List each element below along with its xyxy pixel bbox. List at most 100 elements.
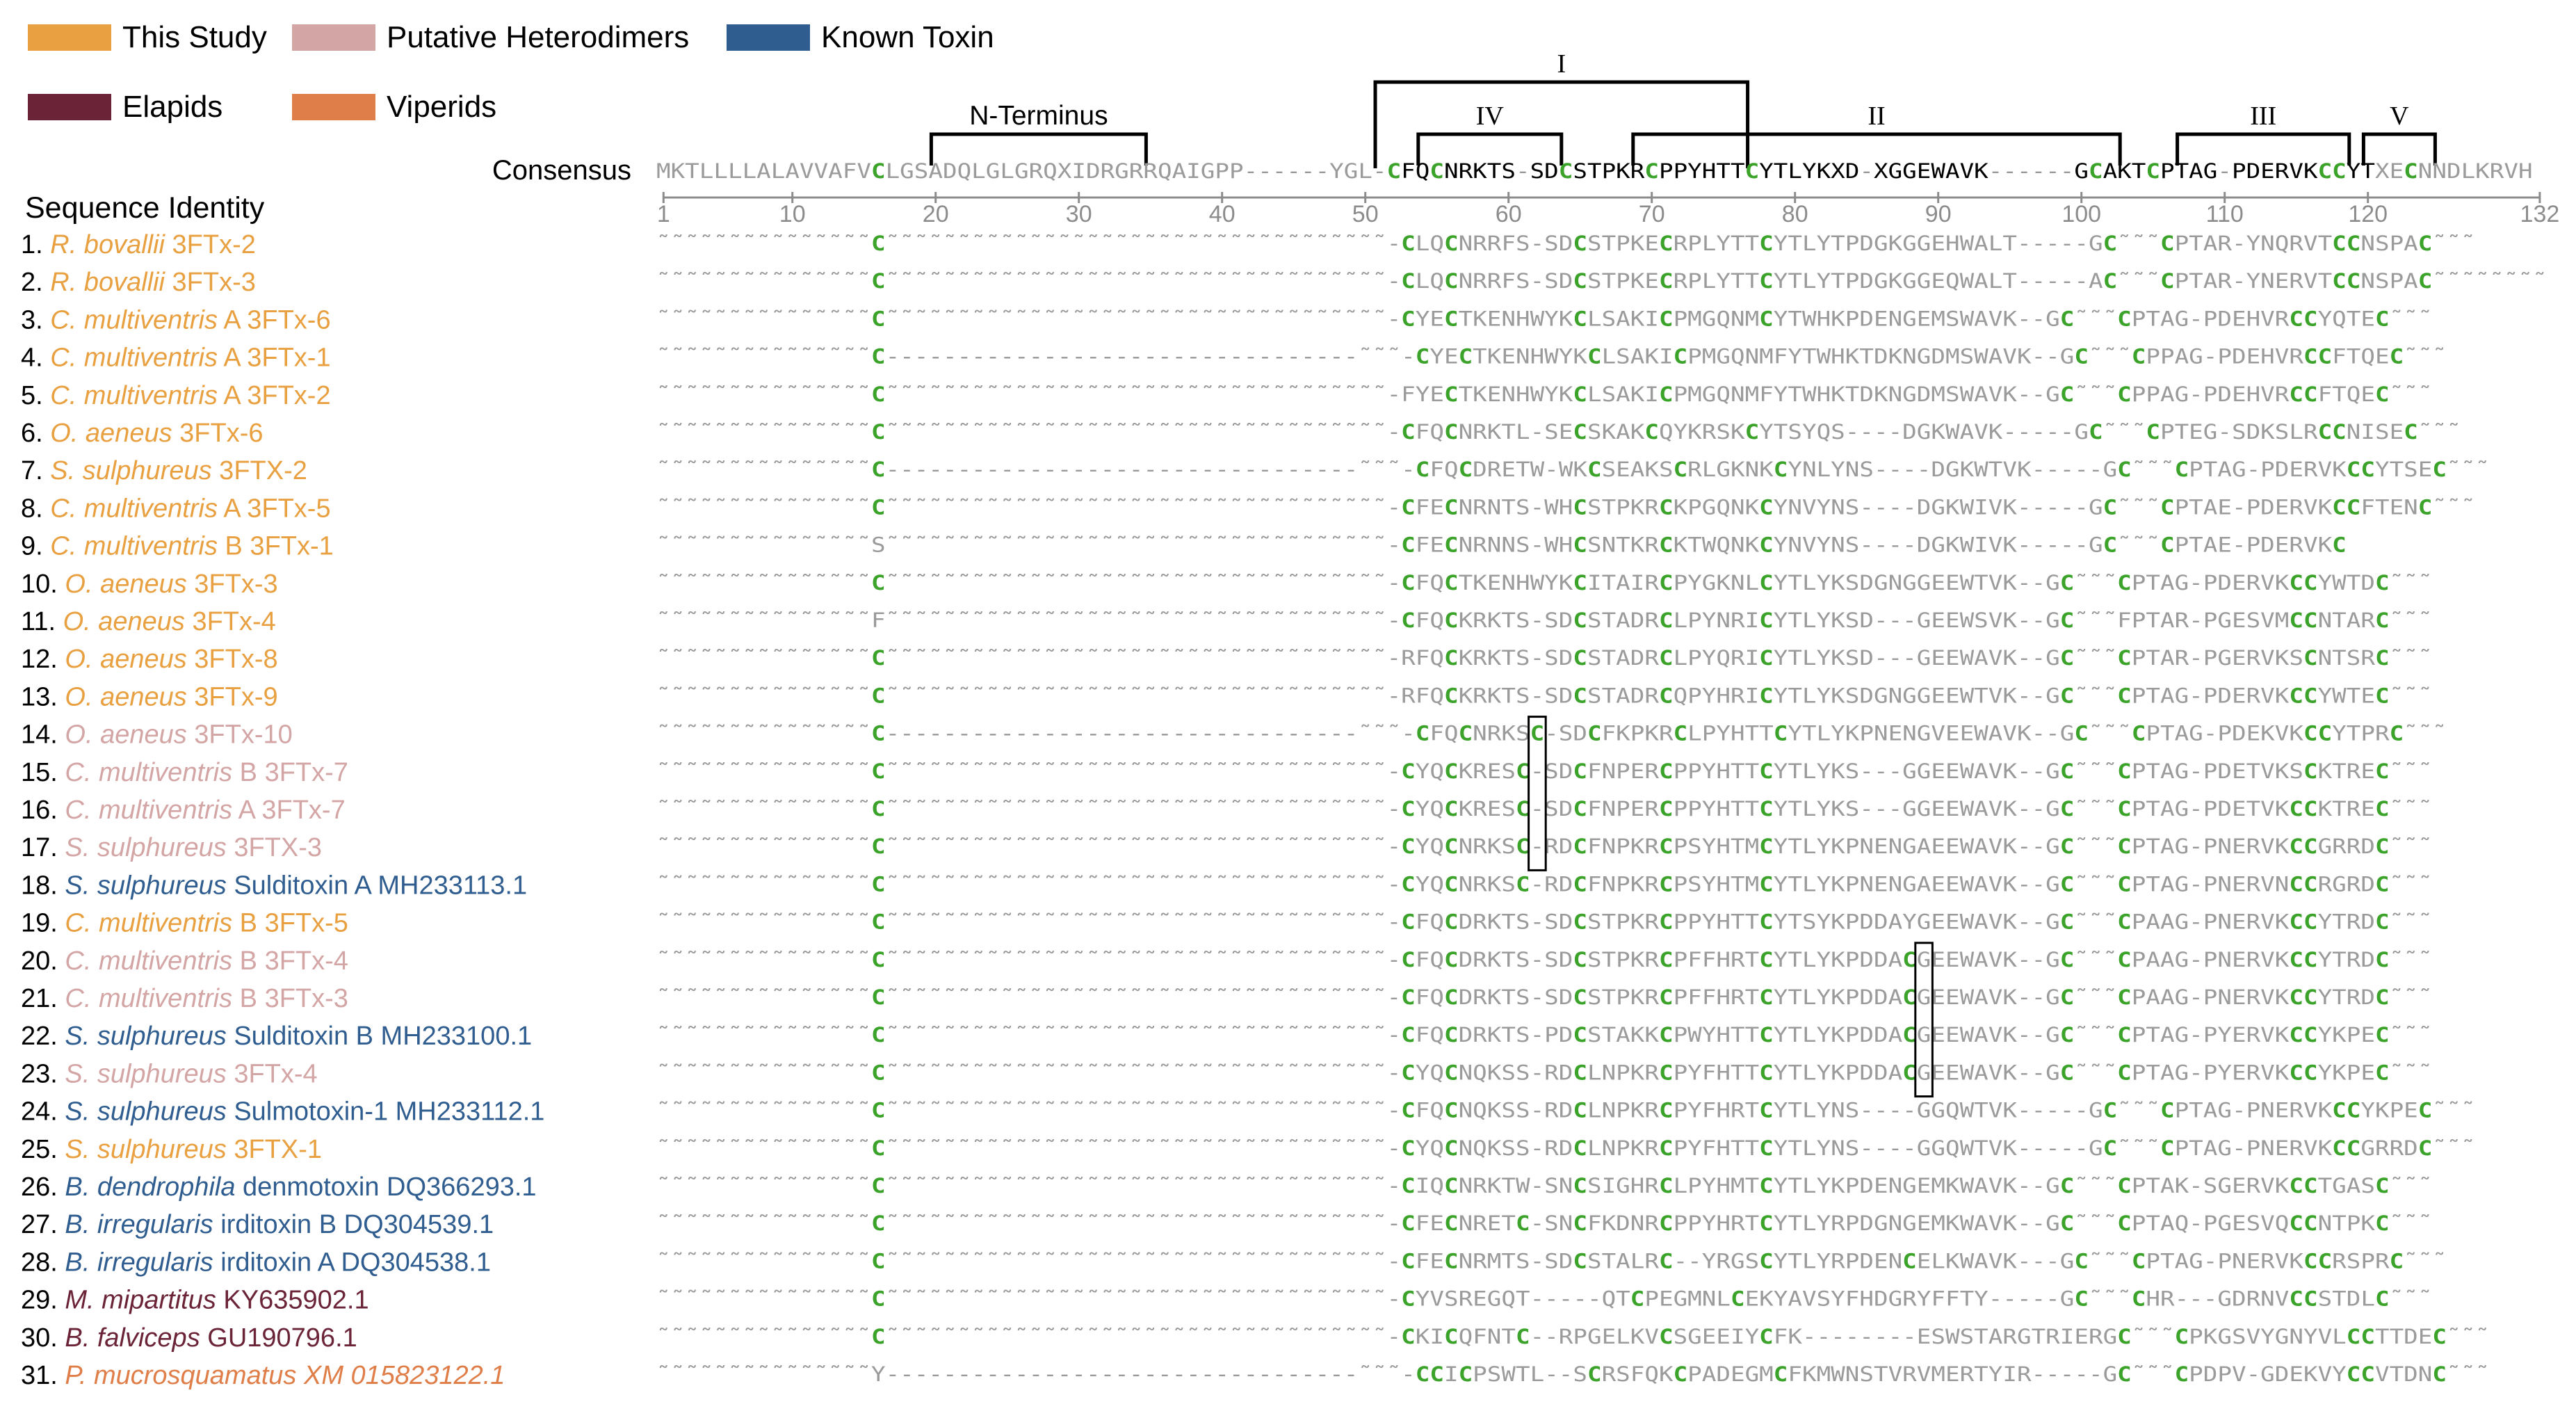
residue: ˜: [1029, 1174, 1044, 1198]
cysteine-residue: C: [1401, 1325, 1416, 1348]
cysteine-residue: C: [1659, 609, 1674, 632]
residue: ˜: [1000, 759, 1014, 783]
residue: K: [2275, 759, 2290, 783]
cysteine-residue: C: [2289, 985, 2303, 1009]
residue: A: [1630, 458, 1645, 481]
residue: G: [1587, 1325, 1602, 1348]
residue: R: [1731, 948, 1745, 972]
residue: ˜: [713, 1136, 728, 1160]
residue: F: [1687, 948, 1702, 972]
residue: A: [1988, 345, 2003, 369]
residue: E: [2217, 533, 2232, 557]
residue: -: [2074, 495, 2089, 519]
residue: ˜: [2461, 1325, 2476, 1348]
cysteine-residue: C: [1573, 948, 1587, 972]
residue: ˜: [728, 1061, 743, 1084]
residue: ˜: [857, 1061, 871, 1084]
residue: ˜: [685, 910, 699, 934]
residue: ˜: [857, 307, 871, 330]
residue: ˜: [1244, 307, 1258, 330]
cysteine-residue: C: [1444, 1174, 1459, 1198]
residue: ˜: [1344, 872, 1359, 896]
residue: P: [1845, 1174, 1860, 1198]
residue: ˜: [713, 1174, 728, 1198]
residue: ˜: [1115, 269, 1129, 293]
residue: K: [1630, 533, 1645, 557]
residue: K: [2275, 1174, 2290, 1198]
cysteine-residue: C: [871, 1023, 886, 1047]
residue: Y: [1988, 1362, 2003, 1386]
residue: G: [1917, 1099, 1931, 1122]
residue: ˜: [1258, 1325, 1272, 1348]
residue: D: [1859, 1174, 1874, 1198]
residue: D: [1459, 1023, 1473, 1047]
residue: A: [1888, 985, 1903, 1009]
residue: V: [1988, 910, 2003, 934]
toxin-name: 3FTx-8: [187, 645, 278, 674]
residue: -: [1530, 985, 1545, 1009]
residue: ˜: [2404, 609, 2418, 632]
residue: -: [2032, 420, 2046, 444]
residue: ˜: [1201, 1023, 1215, 1047]
residue: R: [1602, 1362, 1617, 1386]
residue: P: [1845, 910, 1860, 934]
residue: P: [1215, 159, 1229, 183]
residue: N: [2360, 232, 2375, 255]
residue: K: [2002, 495, 2017, 519]
residue: ˜: [1043, 835, 1058, 858]
residue: -: [957, 1362, 972, 1386]
residue: ˜: [2089, 345, 2103, 369]
aligned-sequence-29: ˜˜˜˜˜˜˜˜˜˜˜˜˜˜˜C˜˜˜˜˜˜˜˜˜˜˜˜˜˜˜˜˜˜˜˜˜˜˜˜…: [656, 1287, 2432, 1311]
aligned-sequence-31: ˜˜˜˜˜˜˜˜˜˜˜˜˜˜˜Y------------------------…: [656, 1362, 2490, 1386]
residue: ˜: [1043, 307, 1058, 330]
residue: ˜: [2089, 872, 2103, 896]
residue: ˜: [1172, 420, 1187, 444]
residue: ˜: [928, 1287, 943, 1311]
residue: ˜: [1086, 269, 1101, 293]
cysteine-residue: C: [1759, 985, 1774, 1009]
residue: ˜: [1058, 1211, 1072, 1235]
residue: E: [1473, 1287, 1487, 1311]
residue: ˜: [1358, 1061, 1372, 1084]
residue: H: [1716, 1099, 1731, 1122]
residue: N: [1902, 722, 1917, 746]
residue: Y: [1687, 1136, 1702, 1160]
cysteine-residue: C: [1401, 835, 1416, 858]
residue: S: [1802, 910, 1817, 934]
residue: ˜: [957, 1211, 972, 1235]
residue: ˜: [1372, 1325, 1387, 1348]
residue: ˜: [1215, 1211, 1229, 1235]
residue: ˜: [656, 1023, 671, 1047]
residue: -: [2032, 684, 2046, 707]
residue: ˜: [756, 458, 771, 481]
residue: ˜: [1244, 232, 1258, 255]
cysteine-residue: C: [1401, 948, 1416, 972]
residue: ˜: [1000, 835, 1014, 858]
residue: ˜: [900, 1174, 914, 1198]
residue: P: [1687, 910, 1702, 934]
cysteine-residue: C: [2318, 345, 2333, 369]
residue: Y: [2318, 571, 2333, 595]
aligned-sequence-26: ˜˜˜˜˜˜˜˜˜˜˜˜˜˜˜C˜˜˜˜˜˜˜˜˜˜˜˜˜˜˜˜˜˜˜˜˜˜˜˜…: [656, 1174, 2432, 1198]
residue: V: [1988, 307, 2003, 330]
residue: ˜: [713, 1287, 728, 1311]
residue: T: [1960, 1287, 1975, 1311]
residue: S: [1931, 1325, 1945, 1348]
residue: ˜: [900, 232, 914, 255]
residue: E: [1429, 307, 1444, 330]
residue: K: [1831, 1023, 1845, 1047]
residue: ˜: [1086, 646, 1101, 670]
residue: T: [1501, 609, 1516, 632]
residue: H: [1559, 533, 1573, 557]
residue: ˜: [656, 646, 671, 670]
residue: K: [2117, 159, 2132, 183]
residue: P: [1845, 232, 1860, 255]
residue: N: [2232, 1249, 2246, 1273]
residue: A: [2203, 495, 2218, 519]
residue: T: [2332, 759, 2347, 783]
residue: ˜: [743, 872, 757, 896]
residue: ˜: [886, 382, 900, 406]
residue: ˜: [843, 1061, 857, 1084]
cysteine-residue: C: [2332, 533, 2347, 557]
residue: -: [1530, 1287, 1545, 1311]
